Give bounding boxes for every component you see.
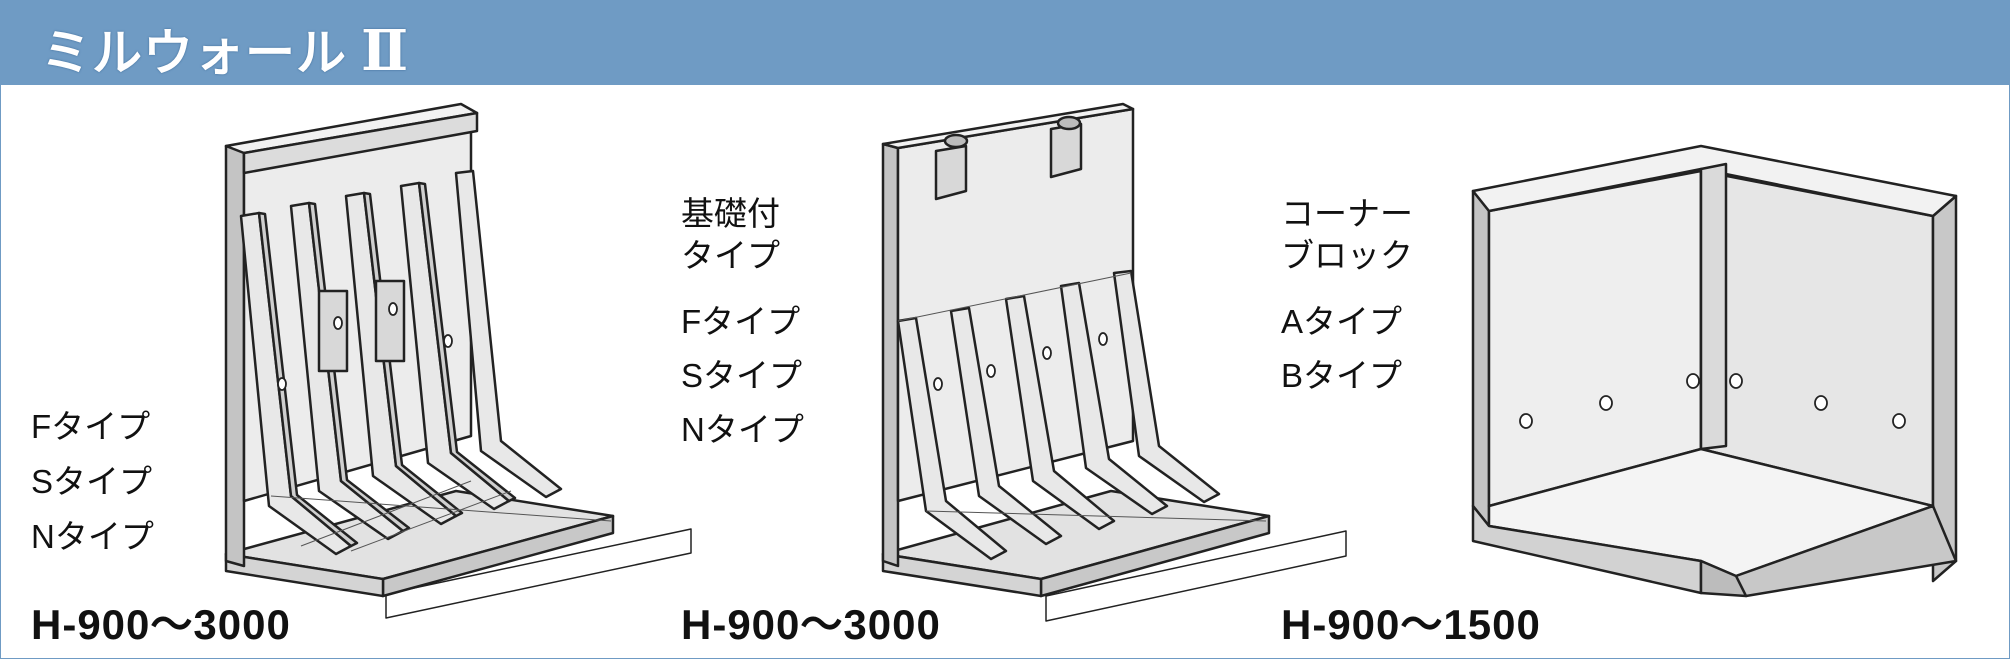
wall-foundation-size: H-900～3000 — [681, 601, 941, 648]
corner-block-type-a: Aタイプ — [1281, 303, 1403, 340]
corner-block-heading-line2: ブロック — [1281, 237, 1413, 274]
title-roman-numeral: Ⅱ — [361, 21, 410, 83]
corner-block-size: H-900～1500 — [1281, 601, 1541, 648]
wall-foundation-heading-line1: 基礎付 — [681, 195, 780, 232]
corner-block-illustration — [1471, 144, 1958, 598]
wall-standard-illustration — [224, 102, 692, 619]
wall-foundation-type-f: Fタイプ — [681, 303, 801, 340]
wall-foundation-illustration — [881, 102, 1347, 622]
corner-block-heading-line1: コーナー — [1281, 195, 1413, 232]
wall-standard-type-n: Nタイプ — [31, 518, 154, 555]
wall-standard-size: H-900～3000 — [31, 601, 291, 648]
title-text: ミルウォール — [41, 25, 347, 81]
wall-standard-type-f: Fタイプ — [31, 408, 151, 445]
wall-foundation-type-n: Nタイプ — [681, 411, 804, 448]
wall-standard-type-s: Sタイプ — [31, 463, 153, 500]
wall-foundation-heading-line2: タイプ — [681, 237, 780, 274]
corner-block-type-b: Bタイプ — [1281, 357, 1403, 394]
wall-foundation-type-s: Sタイプ — [681, 357, 803, 394]
